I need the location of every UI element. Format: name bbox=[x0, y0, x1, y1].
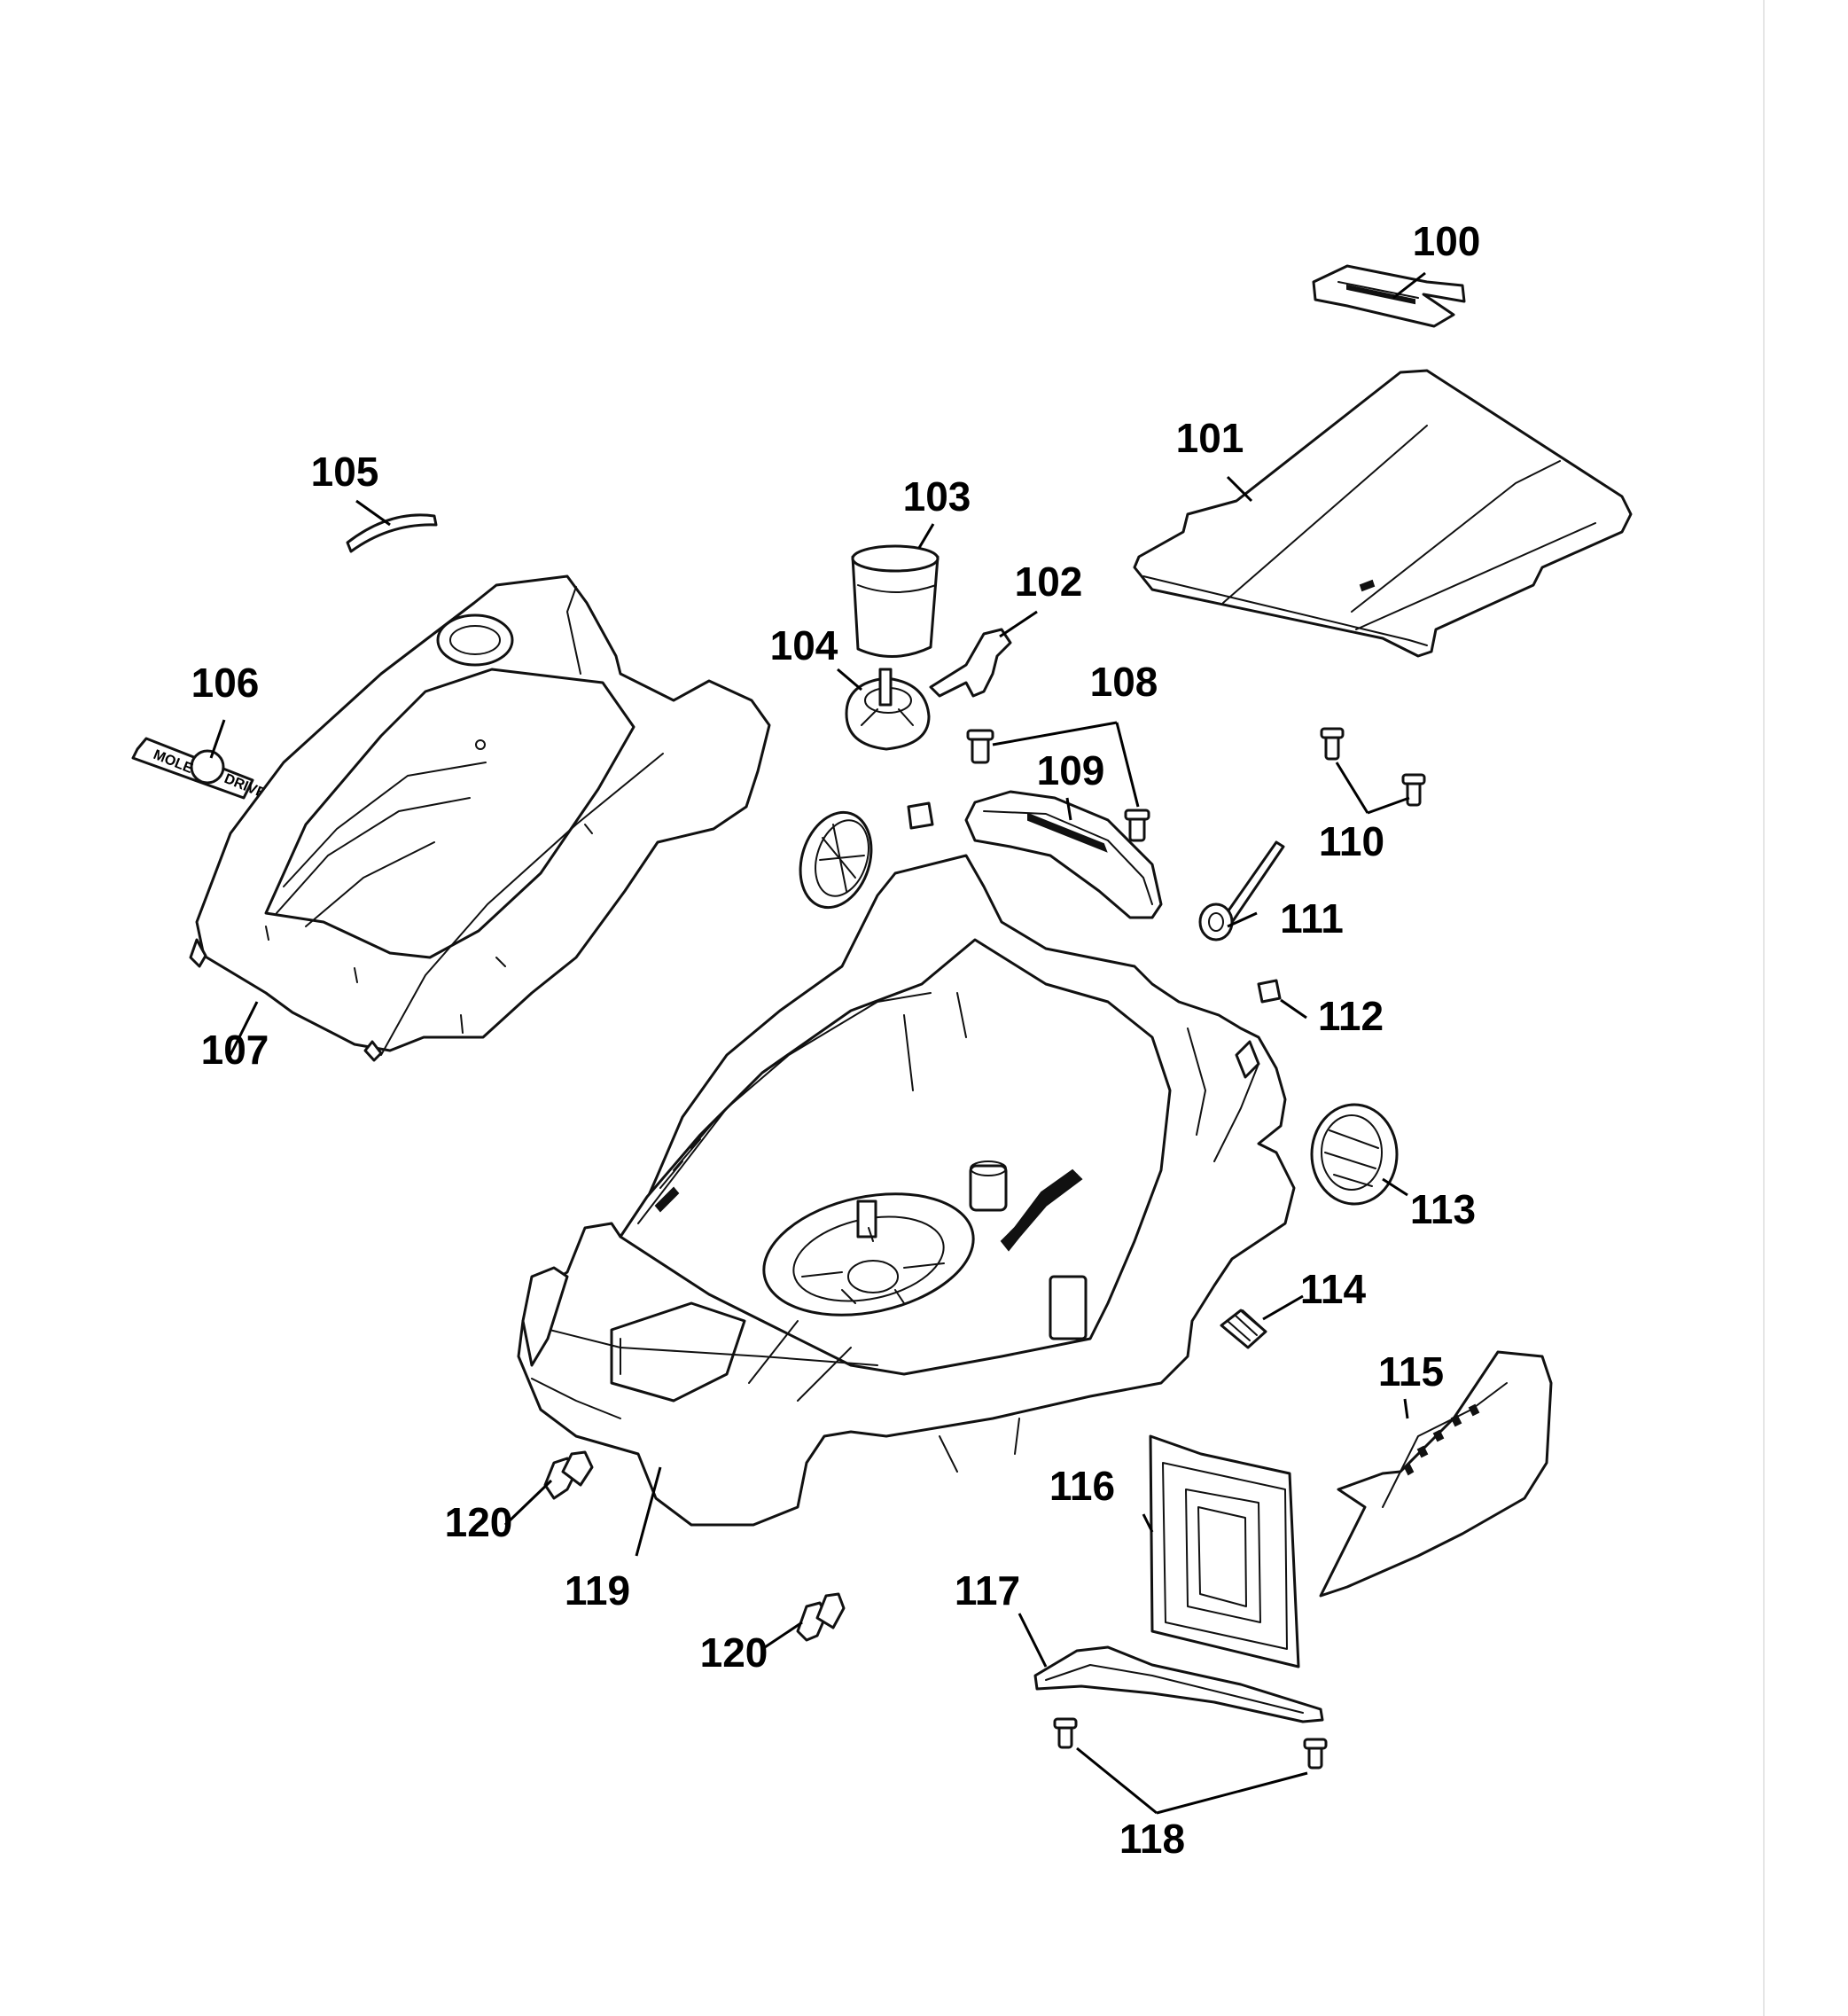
label-101: 101 bbox=[1176, 415, 1244, 461]
part-118-screws bbox=[1053, 1717, 1328, 1770]
label-112: 112 bbox=[1318, 993, 1384, 1039]
part-100-handle-grip bbox=[1312, 264, 1466, 328]
part-106-badge: MOLE DRIVE bbox=[131, 737, 269, 801]
part-111-cable-tie bbox=[1198, 840, 1285, 942]
part-wheel-hub bbox=[799, 810, 873, 910]
part-110-screws bbox=[1320, 727, 1426, 807]
label-111: 111 bbox=[1280, 895, 1344, 942]
part-120-clip-lower bbox=[796, 1592, 846, 1642]
label-100: 100 bbox=[1413, 218, 1481, 264]
label-114: 114 bbox=[1300, 1266, 1367, 1312]
label-102: 102 bbox=[1015, 559, 1083, 605]
part-109-handle-bracket bbox=[964, 790, 1163, 919]
label-105: 105 bbox=[311, 449, 379, 495]
label-118: 118 bbox=[1119, 1816, 1185, 1862]
label-103: 103 bbox=[903, 473, 971, 520]
label-106: 106 bbox=[191, 660, 260, 706]
label-107: 107 bbox=[201, 1027, 269, 1073]
label-120-lower: 120 bbox=[700, 1629, 768, 1676]
part-114-spring bbox=[1220, 1309, 1267, 1349]
label-104: 104 bbox=[770, 622, 838, 668]
part-119-main-housing bbox=[517, 854, 1296, 1527]
part-103-sleeve bbox=[851, 544, 940, 658]
label-110: 110 bbox=[1319, 818, 1384, 864]
part-labels: 100 101 102 103 104 105 106 107 108 109 … bbox=[191, 218, 1481, 1862]
label-109: 109 bbox=[1037, 747, 1105, 793]
part-112-nut bbox=[1257, 979, 1282, 1004]
label-116: 116 bbox=[1049, 1463, 1115, 1509]
part-102-clip bbox=[929, 628, 1012, 698]
label-120-upper: 120 bbox=[445, 1499, 513, 1545]
part-120-clip-upper bbox=[543, 1450, 594, 1500]
part-113-height-knob bbox=[1310, 1103, 1399, 1206]
part-107-top-cover bbox=[189, 574, 771, 1062]
part-small-nut bbox=[907, 801, 934, 830]
part-105-strap bbox=[346, 513, 438, 553]
label-115: 115 bbox=[1378, 1348, 1444, 1395]
label-108: 108 bbox=[1090, 659, 1158, 705]
part-116-plate bbox=[1149, 1434, 1300, 1668]
leader-lines bbox=[209, 271, 1426, 1815]
part-101-grassbox-lid bbox=[1133, 369, 1633, 658]
label-113: 113 bbox=[1410, 1186, 1476, 1232]
label-119: 119 bbox=[565, 1567, 630, 1614]
part-104-bearing-cap bbox=[845, 668, 931, 751]
label-117: 117 bbox=[955, 1567, 1020, 1614]
part-117-rail bbox=[1033, 1645, 1324, 1723]
part-108-screws bbox=[966, 729, 1150, 842]
page-divider-line bbox=[1763, 0, 1765, 2016]
part-115-rear-flap bbox=[1319, 1350, 1553, 1598]
